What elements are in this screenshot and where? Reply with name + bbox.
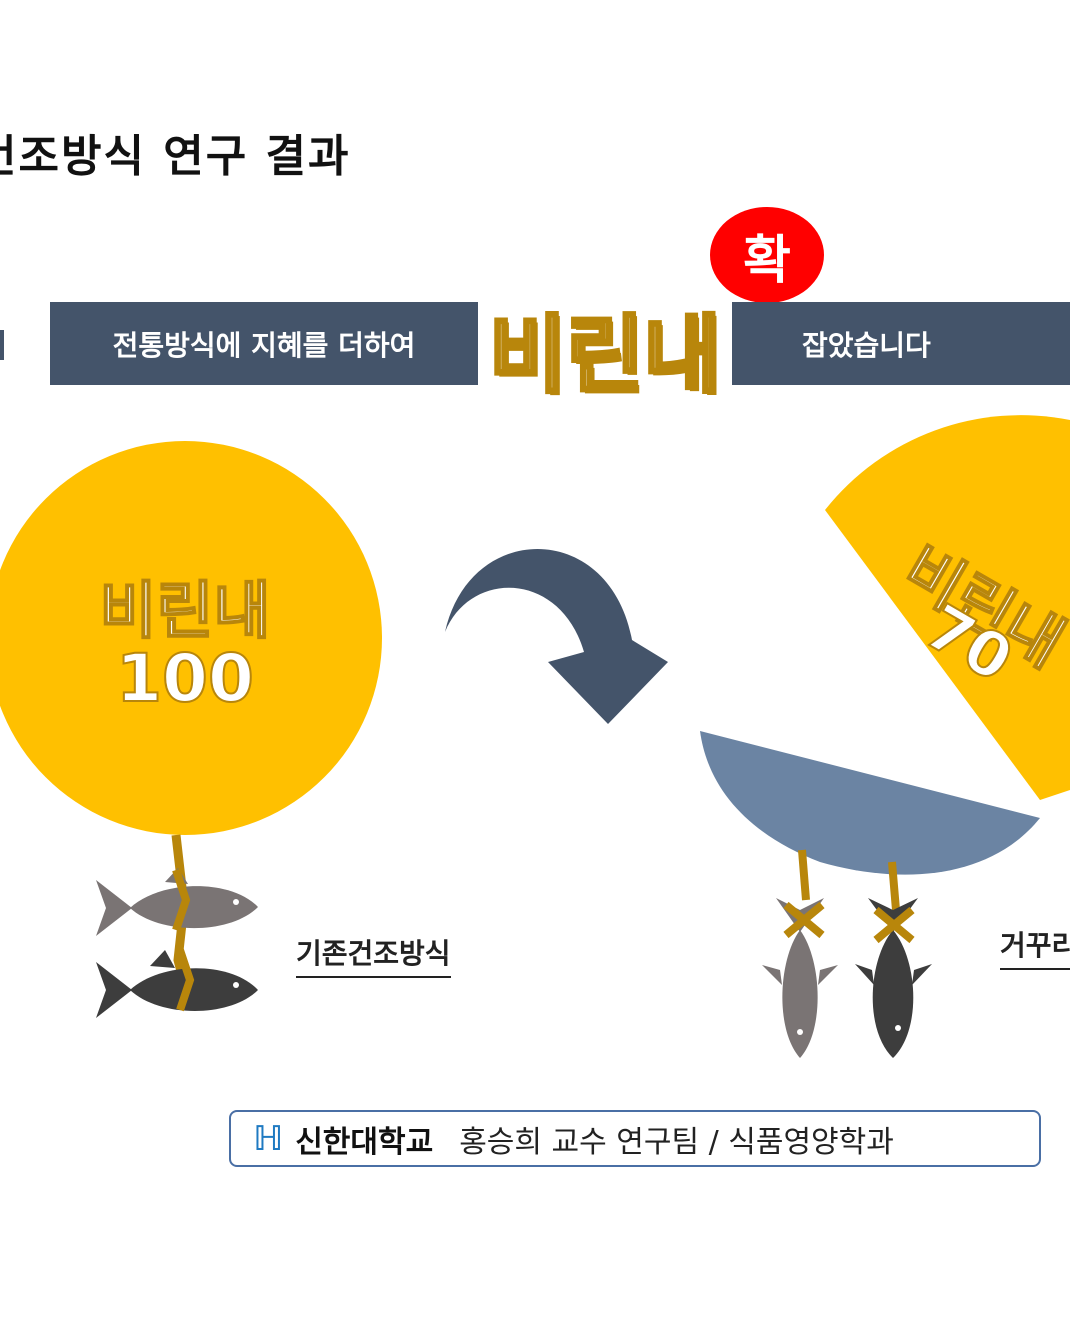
left-circle-label: 비린내 — [98, 573, 271, 648]
university-logo-icon: ℍ — [253, 1118, 284, 1159]
fish-icon-dark — [96, 950, 258, 1018]
left-caption: 기존건조방식 — [296, 932, 451, 978]
banner-left: 전통방식에 지혜를 더하여 — [50, 302, 478, 385]
banner-edge — [0, 330, 4, 360]
footer-credit: ℍ 신한대학교 홍승희 교수 연구팀 / 식품영양학과 — [229, 1110, 1041, 1167]
fish-icon-light — [96, 868, 258, 936]
right-string-1 — [798, 849, 810, 901]
right-fishy-circle — [825, 415, 1070, 800]
badge-circle: 확 — [710, 207, 824, 303]
banner-right: 잡았습니다 — [732, 302, 1070, 385]
banner-right-text: 잡았습니다 — [802, 328, 931, 362]
curved-arrow-icon — [445, 548, 668, 724]
left-fishy-circle — [0, 441, 382, 835]
left-circle-value: 100 — [115, 639, 255, 718]
university-name: 신한대학교 — [295, 1124, 434, 1160]
bowl-shape — [700, 731, 1040, 875]
research-team: 홍승희 교수 연구팀 / 식품영양학과 — [459, 1124, 894, 1160]
highlight-word: 비린내 — [487, 304, 723, 406]
right-caption: 거꾸리 — [1000, 924, 1070, 970]
page-title: 건조방식 연구 결과 — [0, 131, 351, 182]
right-string-2 — [888, 861, 900, 911]
fish-icon-hanging-dark — [855, 898, 932, 1058]
